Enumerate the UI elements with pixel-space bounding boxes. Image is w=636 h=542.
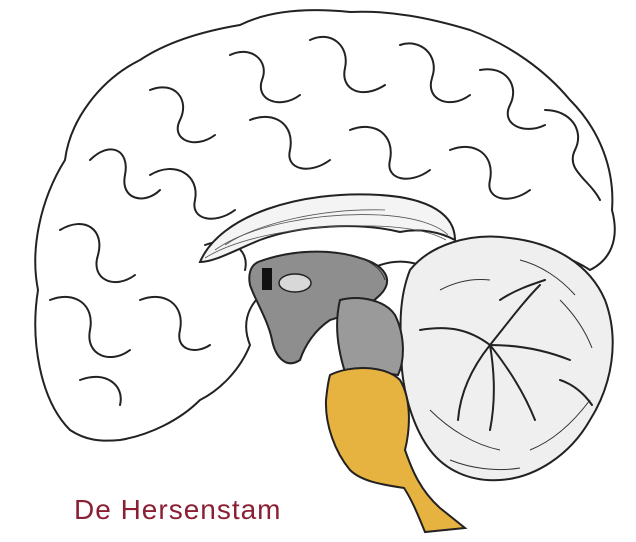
cerebellum [400,237,612,481]
caption-label: De Hersenstam [74,496,282,524]
midbrain [337,298,403,375]
